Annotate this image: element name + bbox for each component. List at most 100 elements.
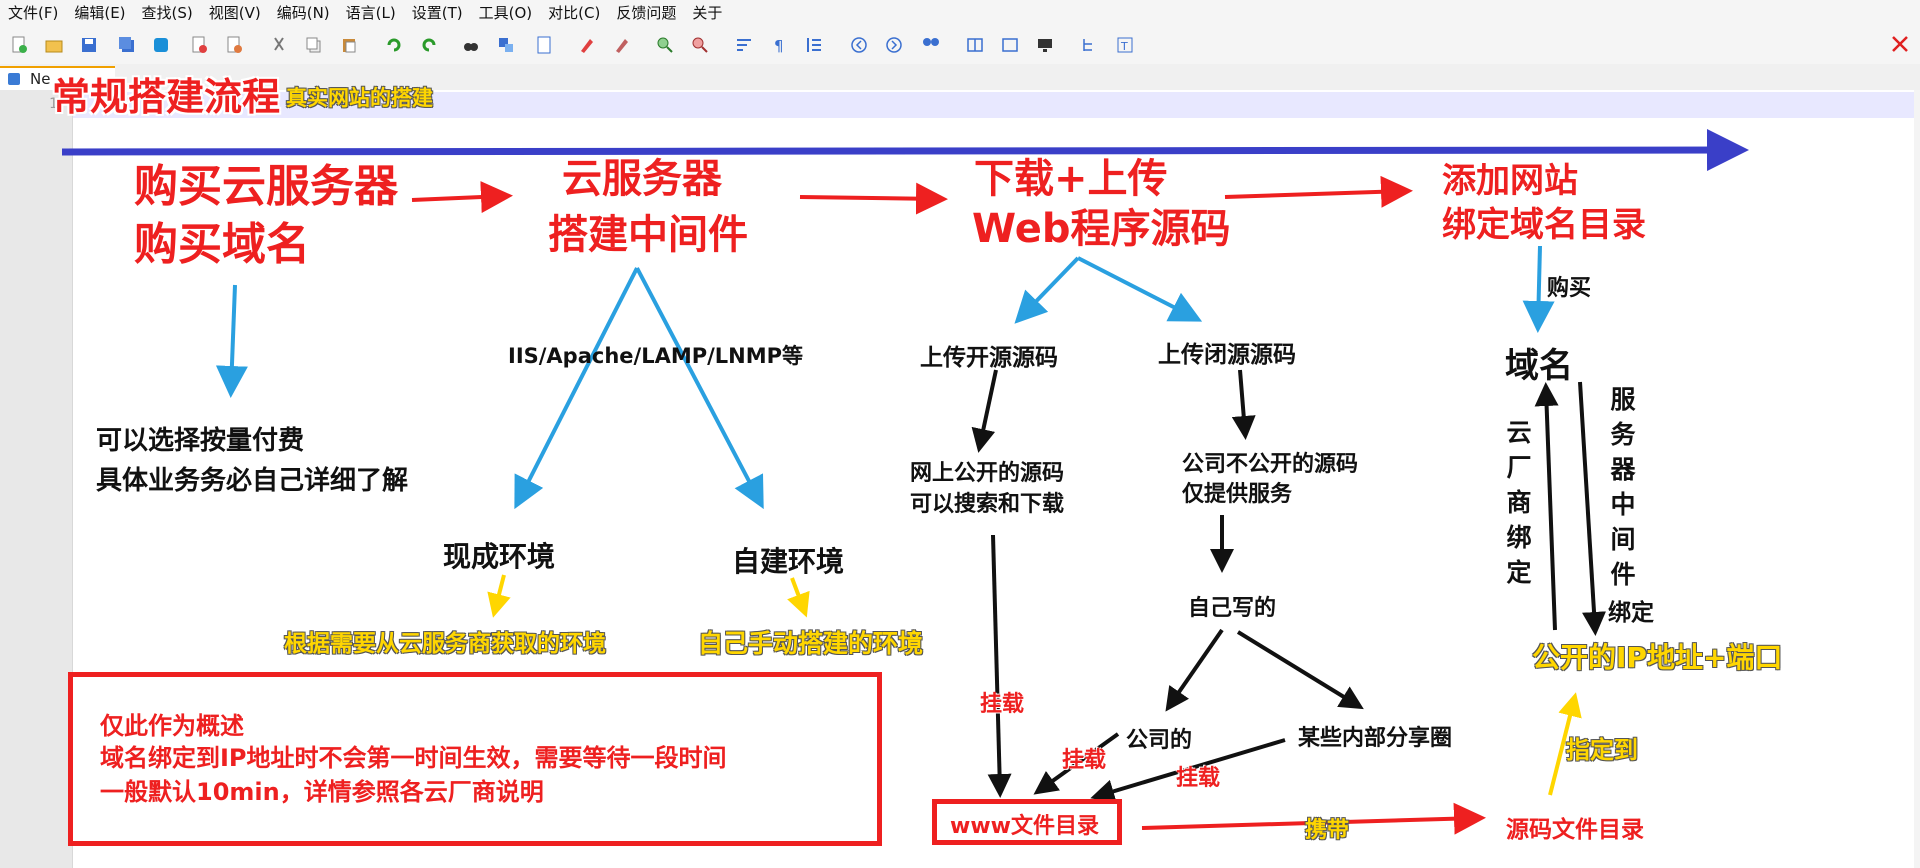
eraser-icon[interactable] xyxy=(613,36,631,54)
server-bind-tail: 绑定 xyxy=(1608,600,1654,626)
arrow-self-env xyxy=(635,267,764,510)
mount-label-2: 挂载 xyxy=(1062,748,1107,773)
open-desc-line2: 可以搜索和下载 xyxy=(910,492,1065,517)
tab-document[interactable]: Ne xyxy=(0,66,115,90)
menu-encoding[interactable]: 编码(N) xyxy=(276,4,330,22)
find-icon[interactable] xyxy=(462,36,480,54)
close-file-icon[interactable] xyxy=(190,36,208,54)
tab-bar: Ne xyxy=(0,64,1920,90)
menu-language[interactable]: 语言(L) xyxy=(345,4,396,22)
arrow-step1-note xyxy=(215,284,248,398)
arrow-closed-desc xyxy=(1231,369,1256,440)
internal-share: 某些内部分享圈 xyxy=(1298,726,1453,751)
marker-icon[interactable] xyxy=(578,36,596,54)
step2-line2: 搭建中间件 xyxy=(548,212,748,258)
cut-icon[interactable] xyxy=(270,36,288,54)
note-line1: 仅此作为概述 xyxy=(100,712,244,740)
menu-search[interactable]: 查找(S) xyxy=(141,4,193,22)
svg-text:T: T xyxy=(1120,40,1128,53)
save-icon[interactable] xyxy=(80,36,98,54)
indent-guide-icon[interactable] xyxy=(805,36,823,54)
zoom-in-icon[interactable] xyxy=(656,36,674,54)
tree-icon[interactable] xyxy=(1080,36,1098,54)
arrow-carry xyxy=(1141,802,1486,835)
buy-label: 购买 xyxy=(1547,276,1592,301)
arrow-ip-domain xyxy=(1534,382,1559,631)
vertical-scrollbar[interactable] xyxy=(1914,90,1920,868)
close-icon[interactable] xyxy=(1890,34,1910,54)
word-wrap-icon[interactable] xyxy=(735,36,753,54)
menu-settings[interactable]: 设置(T) xyxy=(411,4,463,22)
arrow-internal xyxy=(1236,630,1364,710)
zoom-out-icon[interactable] xyxy=(691,36,709,54)
reload-icon[interactable] xyxy=(152,36,170,54)
step3-line1: 下载+上传 xyxy=(974,156,1168,202)
env-ready-note: 根据需要从云服务商获取的环境 xyxy=(284,631,606,657)
undo-icon[interactable] xyxy=(385,36,403,54)
menu-bar: 文件(F) 编辑(E) 查找(S) 视图(V) 编码(N) 语言(L) 设置(T… xyxy=(0,0,1920,26)
upload-closed: 上传闭源源码 xyxy=(1158,342,1296,368)
self-written: 自己写的 xyxy=(1188,596,1277,621)
env-self: 自建环境 xyxy=(732,545,845,578)
public-ip-label: 公开的IP地址+端口 xyxy=(1532,641,1783,674)
arrow-self-note xyxy=(787,577,810,618)
company-label: 公司的 xyxy=(1126,728,1193,753)
close-all-icon[interactable] xyxy=(225,36,243,54)
save-all-icon[interactable] xyxy=(118,36,136,54)
arrow-step3-step4 xyxy=(1224,175,1413,208)
line-number: 1 xyxy=(49,96,58,112)
arrow-points-to xyxy=(1548,692,1582,796)
tab-label: Ne xyxy=(30,70,51,88)
arrow-buy-domain xyxy=(1522,245,1555,333)
sync-icon[interactable] xyxy=(922,36,940,54)
www-dir-label: www文件目录 xyxy=(950,814,1099,839)
svg-text:¶: ¶ xyxy=(774,37,784,54)
bookmark-icon[interactable] xyxy=(535,36,553,54)
arrow-open-www xyxy=(987,534,1012,798)
open-file-icon[interactable] xyxy=(45,36,63,54)
paste-icon[interactable] xyxy=(340,36,358,54)
show-all-chars-icon[interactable]: ¶ xyxy=(770,36,788,54)
next-icon[interactable] xyxy=(885,36,903,54)
domain-label: 域名 xyxy=(1505,346,1573,386)
note-line3: 一般默认10min，详情参照各云厂商说明 xyxy=(100,778,544,806)
arrow-company xyxy=(1165,628,1224,712)
server-bind-label: 服务器中间件 xyxy=(1610,385,1636,589)
menu-tools[interactable]: 工具(O) xyxy=(478,4,533,22)
mount-label-1: 挂载 xyxy=(980,692,1025,717)
www-dir-box xyxy=(932,799,1122,845)
arrow-domain-ip xyxy=(1578,381,1607,636)
current-line-highlight xyxy=(73,92,1915,118)
step4-line2: 绑定域名目录 xyxy=(1442,205,1646,245)
arrow-internal-www xyxy=(1090,738,1286,803)
menu-file[interactable]: 文件(F) xyxy=(8,4,59,22)
copy-icon[interactable] xyxy=(305,36,323,54)
monitor-icon[interactable] xyxy=(1036,36,1054,54)
prev-icon[interactable] xyxy=(850,36,868,54)
arrow-step1-step2 xyxy=(411,181,513,214)
note-box xyxy=(68,672,882,846)
middleware-label: IIS/Apache/LAMP/LNMP等 xyxy=(508,344,804,368)
text-icon[interactable]: T xyxy=(1116,36,1134,54)
arrow-upload-open xyxy=(1014,256,1080,324)
arrow-company-www xyxy=(1033,732,1120,795)
menu-edit[interactable]: 编辑(E) xyxy=(74,4,126,22)
panel-icon[interactable] xyxy=(1001,36,1019,54)
menu-compare[interactable]: 对比(C) xyxy=(548,4,601,22)
split-view-icon[interactable] xyxy=(966,36,984,54)
diagram-subtitle: 真实网站的搭建 xyxy=(286,86,433,110)
redo-icon[interactable] xyxy=(420,36,438,54)
menu-about[interactable]: 关于 xyxy=(692,4,723,22)
carry-label: 携带 xyxy=(1305,818,1350,843)
step1-note-line2: 具体业务务必自己详细了解 xyxy=(96,466,409,496)
menu-view[interactable]: 视图(V) xyxy=(208,4,261,22)
new-file-icon[interactable] xyxy=(10,36,28,54)
env-ready: 现成环境 xyxy=(443,540,556,573)
arrow-open-desc xyxy=(971,369,998,453)
menu-feedback[interactable]: 反馈问题 xyxy=(616,4,677,22)
step1-line2: 购买域名 xyxy=(134,219,310,270)
replace-icon[interactable] xyxy=(497,36,515,54)
points-to-label: 指定到 xyxy=(1566,736,1638,764)
mount-label-3: 挂载 xyxy=(1176,766,1221,791)
